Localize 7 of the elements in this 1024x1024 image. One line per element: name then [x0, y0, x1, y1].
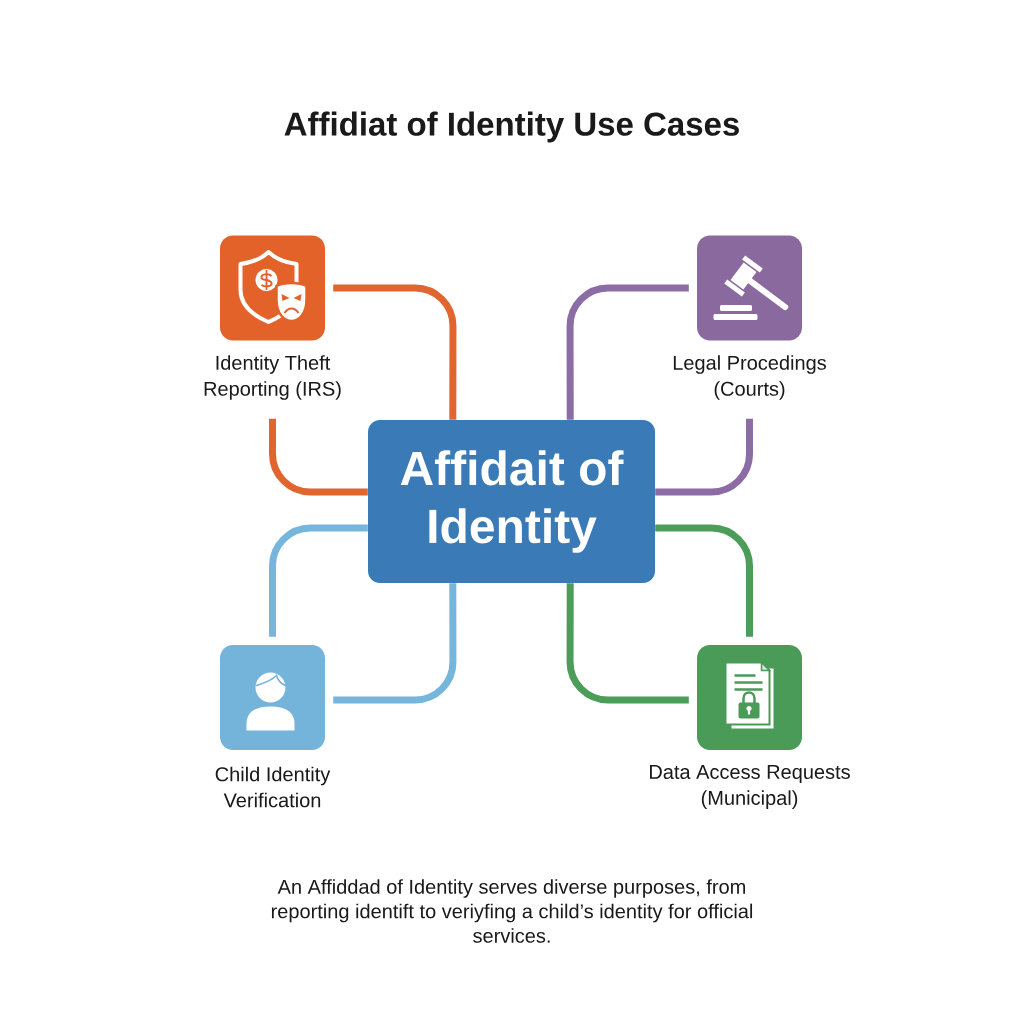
- node-label: Data Access Requests (Municipal): [650, 765, 850, 809]
- node-label: Child Identity Verification: [215, 766, 331, 808]
- title: Affidiat of Identity Use Cases: [284, 111, 739, 143]
- node-label: Identity Theft Reporting (IRS): [204, 355, 341, 400]
- caption: An Affiddad of Identity serves diverse purposes, from reporting identift to veriyfing a child’s identity for official services.: [271, 879, 753, 943]
- node-label: Legal Procedings (Courts): [673, 355, 826, 400]
- center-box: Affidait of Identity: [368, 420, 655, 583]
